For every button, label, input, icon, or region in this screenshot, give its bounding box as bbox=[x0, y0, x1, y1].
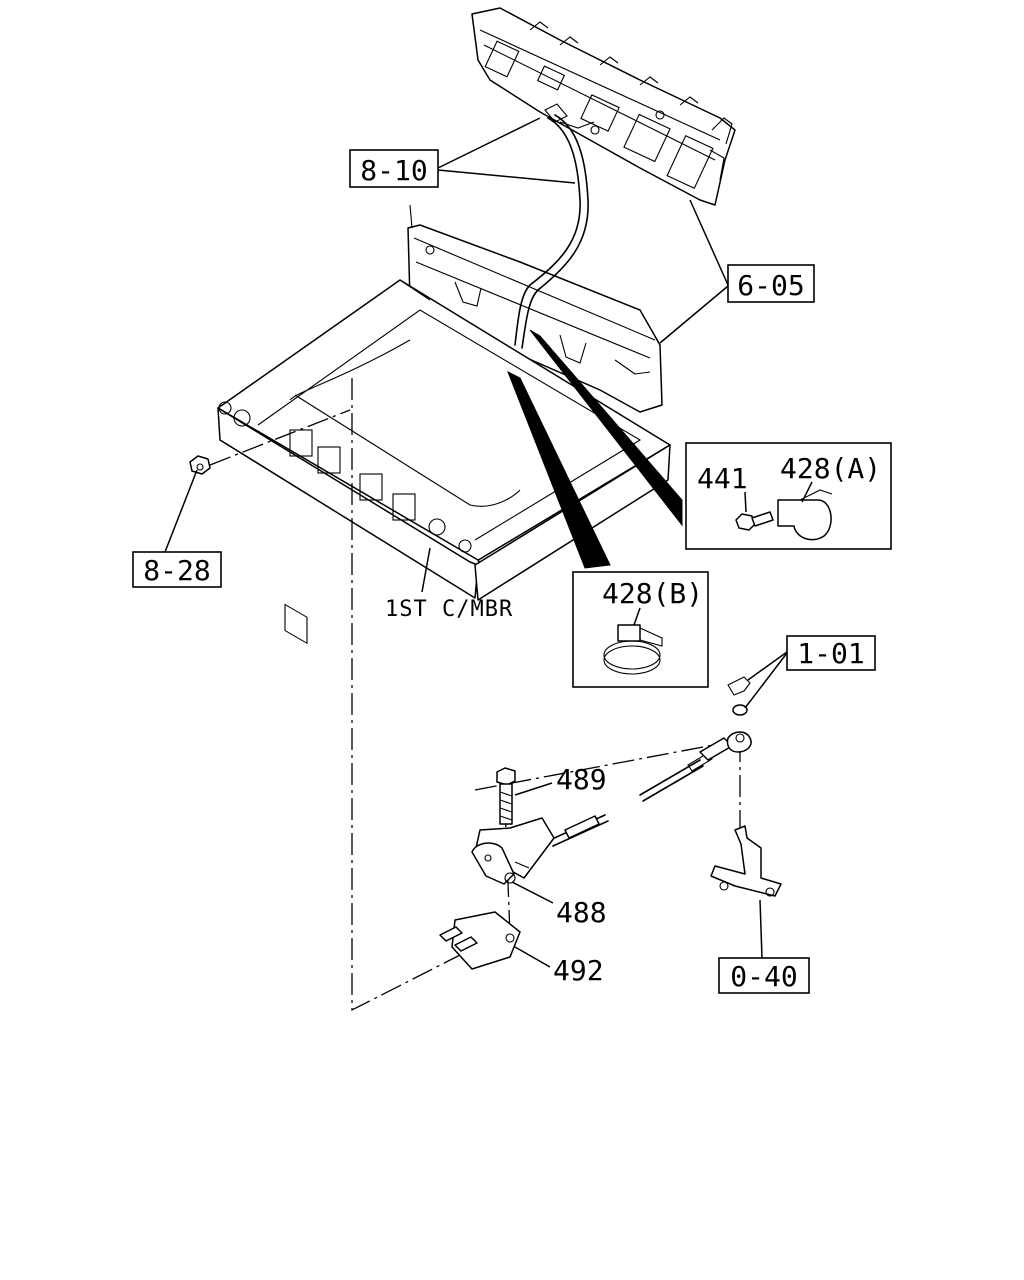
detail-pointers bbox=[507, 329, 683, 569]
callout-1-01: 1-01 bbox=[786, 635, 876, 671]
base-bracket-492 bbox=[439, 911, 521, 970]
bolt-441 bbox=[735, 511, 774, 531]
part-488-label: 488 bbox=[556, 896, 607, 929]
control-cable bbox=[549, 731, 752, 847]
upper-panel bbox=[471, 7, 736, 206]
part-428a-label: 428(A) bbox=[780, 452, 881, 485]
part-492-label: 492 bbox=[553, 954, 604, 987]
part-489-label: 489 bbox=[556, 763, 607, 796]
callout-6-05: 6-05 bbox=[727, 264, 815, 303]
bracket-assembly bbox=[471, 817, 555, 885]
crossmember-note: 1ST C/MBR bbox=[385, 597, 513, 622]
part-441-label: 441 bbox=[697, 462, 748, 495]
clip-1-01 bbox=[727, 676, 751, 716]
bracket-0-40 bbox=[710, 825, 782, 897]
detail-box-441-428a bbox=[685, 442, 892, 550]
center-lines bbox=[209, 378, 741, 1012]
nut-8-28 bbox=[189, 455, 211, 475]
callout-8-10: 8-10 bbox=[349, 149, 439, 188]
bolt-489 bbox=[496, 767, 516, 825]
clip-428a bbox=[777, 489, 833, 541]
leader-lines bbox=[164, 117, 788, 968]
ref-1-01-label: 1-01 bbox=[797, 637, 864, 670]
ref-8-28-label: 8-28 bbox=[143, 554, 210, 587]
ref-8-10-label: 8-10 bbox=[360, 154, 427, 187]
callout-0-40: 0-40 bbox=[718, 957, 810, 994]
detail-box-428b bbox=[572, 571, 709, 688]
tie-428b bbox=[603, 624, 663, 675]
ref-6-05-label: 6-05 bbox=[737, 269, 804, 302]
callout-8-28: 8-28 bbox=[132, 551, 222, 588]
ref-0-40-label: 0-40 bbox=[730, 960, 797, 993]
part-428b-label: 428(B) bbox=[602, 577, 703, 610]
